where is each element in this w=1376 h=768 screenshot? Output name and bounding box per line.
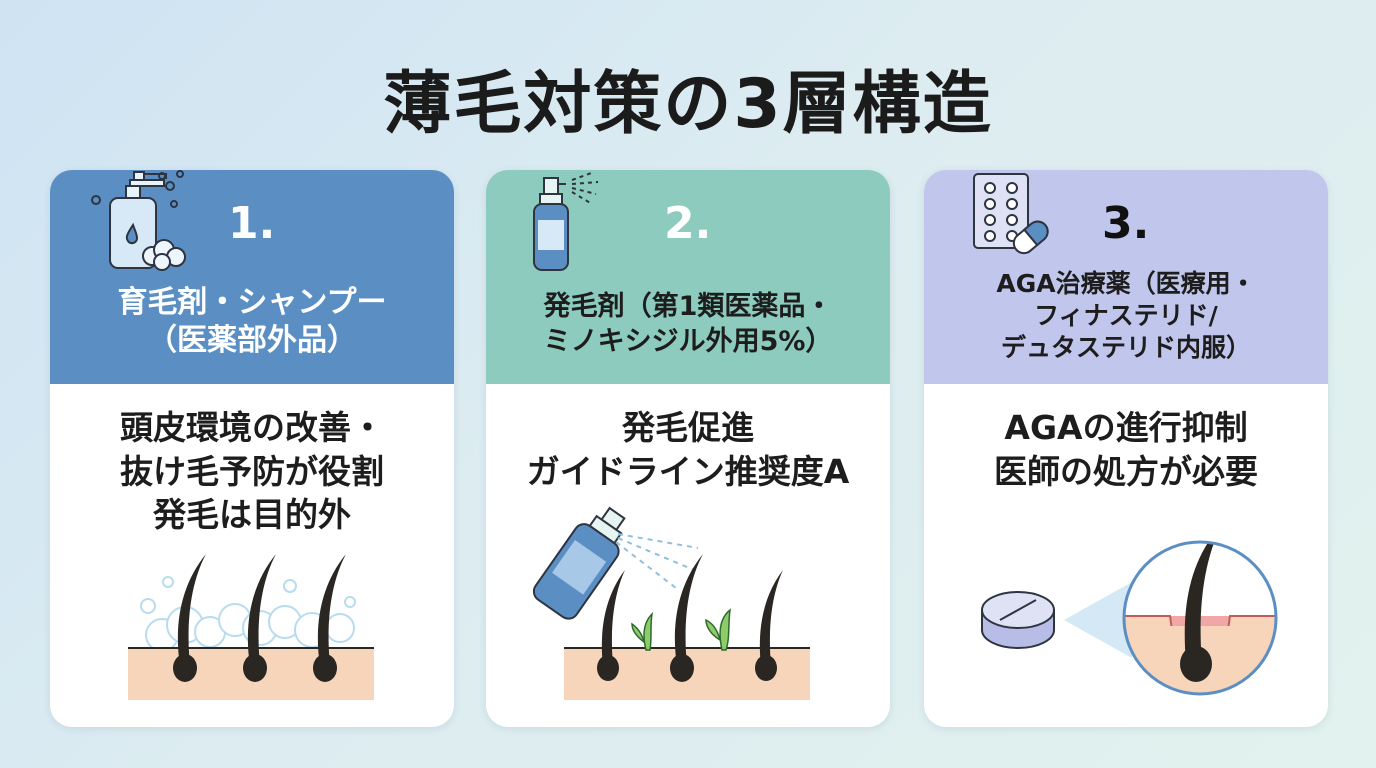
- body-line: 医師の処方が必要: [994, 451, 1258, 491]
- scalp-foam-illustration: [128, 554, 374, 700]
- body-line: 発毛促進: [622, 408, 754, 447]
- magnifier-lens: [1122, 540, 1278, 696]
- hair-sprouts: [631, 608, 732, 651]
- hair-strands: [597, 554, 783, 682]
- card-shampoo: 1. 育毛剤・シャンプー （医薬部外品） 頭皮環境の改善・ 抜け毛予防が役割 発…: [50, 170, 454, 727]
- card-header-label: 発毛剤（第1類医薬品・ ミノキシジル外用5%）: [486, 290, 890, 359]
- header-line: AGA治療薬（医療用・: [996, 269, 1256, 298]
- card-hair-growth: 2. 発毛剤（第1類医薬品・ ミノキシジル外用5%） 発毛促進 ガイドライン推奨…: [486, 170, 890, 727]
- header-line: フィナステリド/: [1034, 301, 1218, 330]
- header-line: （医薬部外品）: [147, 323, 357, 359]
- body-line: ガイドライン推奨度A: [526, 451, 850, 491]
- body-line: 頭皮環境の改善・: [120, 408, 384, 447]
- follicle-closeup: [1124, 542, 1276, 694]
- header-line: デュタステリド内服）: [1000, 333, 1251, 362]
- spray-bottle-icon: [533, 171, 599, 271]
- card-aga-treatment: 3. AGA治療薬（医療用・ フィナステリド/ デュタステリド内服） AGAの進…: [924, 170, 1328, 727]
- card-body-text: 頭皮環境の改善・ 抜け毛予防が役割 発毛は目的外: [50, 406, 454, 537]
- spray-bottle: [532, 506, 626, 620]
- tablet-follicle-illustration: [981, 540, 1278, 696]
- body-line: 抜け毛予防が役割: [120, 451, 384, 491]
- card-body-text: 発毛促進 ガイドライン推奨度A: [486, 406, 890, 493]
- step-number: 2.: [664, 198, 712, 249]
- body-line: 発毛は目的外: [153, 495, 351, 535]
- page-title: 薄毛対策の3層構造: [383, 65, 993, 144]
- tablet: [981, 591, 1055, 649]
- step-number: 3.: [1102, 198, 1150, 249]
- pill-pack-icon: [973, 173, 1049, 255]
- body-line: AGAの進行抑制: [1004, 408, 1248, 447]
- magnifier-beam: [1064, 582, 1132, 658]
- hair-strands: [173, 554, 346, 682]
- header-line: 育毛剤・シャンプー: [117, 285, 387, 320]
- spray-growth-illustration: [532, 506, 810, 700]
- card-body-text: AGAの進行抑制 医師の処方が必要: [924, 406, 1328, 493]
- card-header-label: AGA治療薬（医療用・ フィナステリド/ デュタステリド内服）: [924, 268, 1328, 364]
- card-header: 3. AGA治療薬（医療用・ フィナステリド/ デュタステリド内服）: [924, 170, 1328, 384]
- card-header-label: 育毛剤・シャンプー （医薬部外品）: [50, 284, 454, 361]
- card-header: 2. 発毛剤（第1類医薬品・ ミノキシジル外用5%）: [486, 170, 890, 384]
- header-line: 発毛剤（第1類医薬品・: [543, 291, 833, 322]
- shampoo-bottle-icon: [91, 170, 186, 271]
- header-line: ミノキシジル外用5%）: [543, 325, 833, 357]
- card-header: 1. 育毛剤・シャンプー （医薬部外品）: [50, 170, 454, 384]
- step-number: 1.: [228, 198, 276, 249]
- spray-mist: [615, 533, 699, 589]
